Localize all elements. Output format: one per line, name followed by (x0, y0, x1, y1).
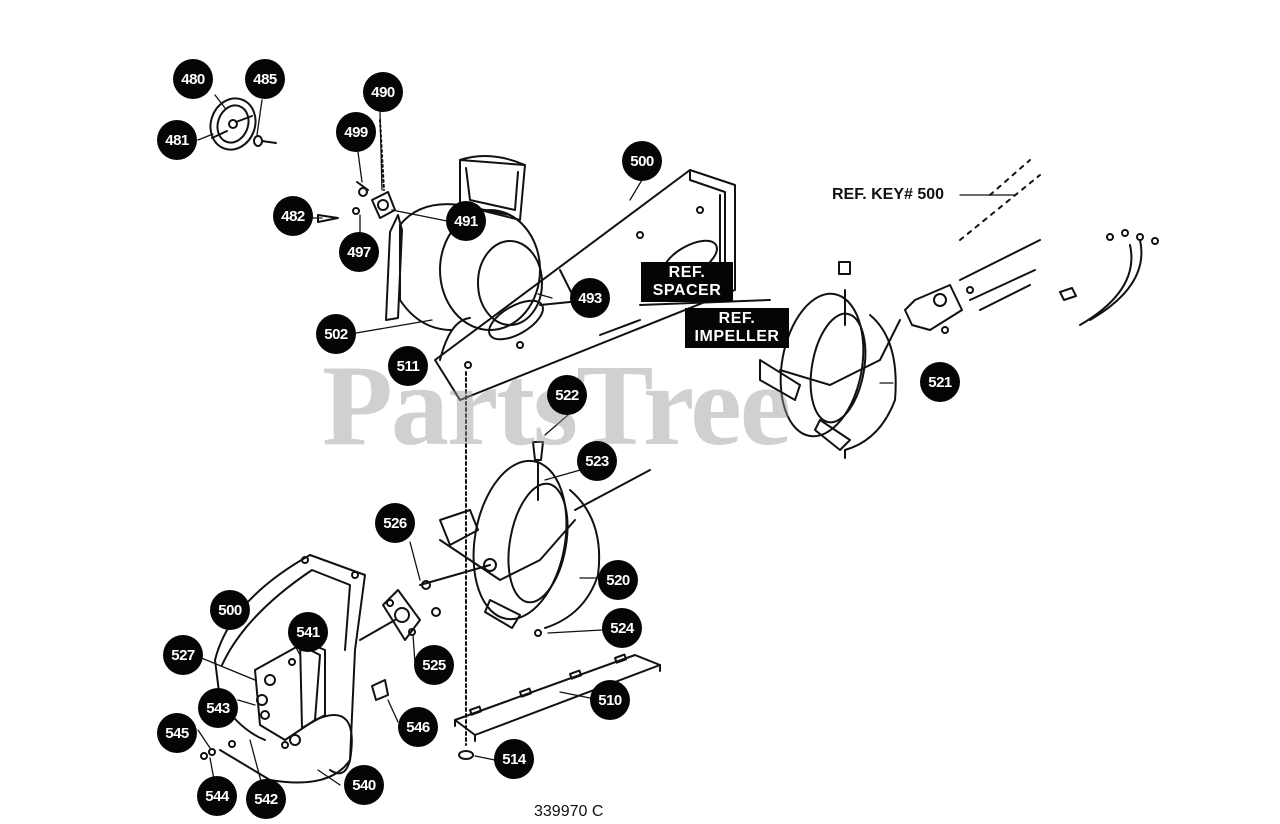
ref-spacer-line2: SPACER (652, 282, 722, 299)
ref-impeller-label: REF. IMPELLER (685, 308, 789, 348)
callout-497[interactable]: 497 (339, 232, 379, 272)
callout-526[interactable]: 526 (375, 503, 415, 543)
callout-522[interactable]: 522 (547, 375, 587, 415)
callout-542[interactable]: 542 (246, 779, 286, 819)
callout-541[interactable]: 541 (288, 612, 328, 652)
ref-impeller-line1: REF. (718, 310, 756, 327)
callout-543[interactable]: 543 (198, 688, 238, 728)
callout-511[interactable]: 511 (388, 346, 428, 386)
callout-514[interactable]: 514 (494, 739, 534, 779)
bearing-flange-part (359, 580, 441, 701)
callout-480[interactable]: 480 (173, 59, 213, 99)
callout-546[interactable]: 546 (398, 707, 438, 747)
callout-510[interactable]: 510 (590, 680, 630, 720)
callout-525[interactable]: 525 (414, 645, 454, 685)
callout-527[interactable]: 527 (163, 635, 203, 675)
callout-540[interactable]: 540 (344, 765, 384, 805)
auger-housing-part (385, 155, 736, 401)
callout-545[interactable]: 545 (157, 713, 197, 753)
callout-499[interactable]: 499 (336, 112, 376, 152)
drawing-number: 339970 C (534, 803, 604, 820)
callout-500b[interactable]: 500 (210, 590, 250, 630)
pulley-part (209, 97, 277, 151)
callout-520[interactable]: 520 (598, 560, 638, 600)
callout-481[interactable]: 481 (157, 120, 197, 160)
scraper-bar-part (454, 653, 661, 760)
callout-521[interactable]: 521 (920, 362, 960, 402)
shaft-lines (465, 299, 771, 746)
callout-524[interactable]: 524 (602, 608, 642, 648)
ref-impeller-line2: IMPELLER (694, 328, 780, 345)
callout-485[interactable]: 485 (245, 59, 285, 99)
callout-544[interactable]: 544 (197, 776, 237, 816)
auger-flight-left (419, 441, 651, 637)
callout-493[interactable]: 493 (570, 278, 610, 318)
auger-flight-right (759, 159, 1159, 459)
callout-523[interactable]: 523 (577, 441, 617, 481)
callout-482[interactable]: 482 (273, 196, 313, 236)
ref-key-label: REF. KEY# 500 (832, 186, 945, 203)
ref-spacer-label: REF. SPACER (641, 262, 733, 302)
callout-502[interactable]: 502 (316, 314, 356, 354)
callout-491[interactable]: 491 (446, 201, 486, 241)
ref-spacer-line1: REF. (668, 264, 706, 281)
side-plate-part (200, 554, 366, 784)
callout-500a[interactable]: 500 (622, 141, 662, 181)
callout-490[interactable]: 490 (363, 72, 403, 112)
